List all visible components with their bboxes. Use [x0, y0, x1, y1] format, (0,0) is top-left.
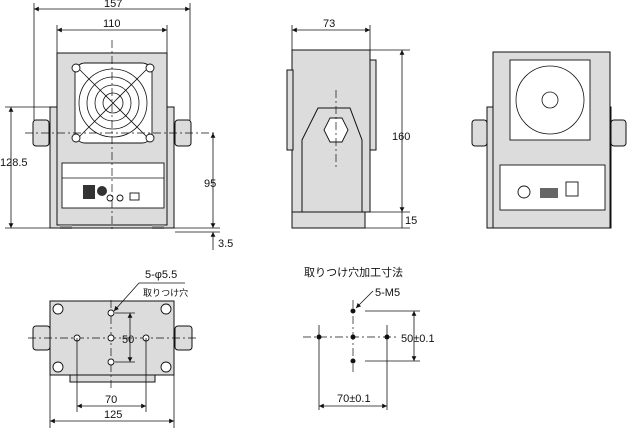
dim-hole-pitch-h: 70 — [105, 394, 117, 406]
rear-panel — [499, 164, 606, 211]
mounting-pattern-title: 取りつけ穴加工寸法 — [304, 265, 403, 279]
rear-fan-icon — [509, 59, 591, 141]
dim-mount-h: 70±0.1 — [337, 393, 371, 405]
dim-mount-v: 50±0.1 — [401, 333, 435, 345]
dim-knob-height: 128.5 — [0, 157, 28, 169]
bottom-view: 70 125 50 5-φ5.5 取りつけ穴 — [28, 269, 197, 428]
hole-spec: 5-φ5.5 — [145, 269, 177, 281]
dim-depth: 73 — [323, 18, 335, 30]
dim-body-width: 110 — [103, 18, 121, 30]
control-panel — [61, 162, 165, 209]
tapped-holes — [316, 308, 390, 364]
dim-height: 160 — [392, 131, 410, 143]
dim-width: 125 — [104, 409, 122, 421]
side-base — [291, 211, 366, 229]
dim-foot: 3.5 — [218, 238, 233, 250]
tapped-hole-spec: 5-M5 — [375, 287, 400, 299]
mounting-pattern: 取りつけ穴加工寸法 5-M5 50±0.1 70±0.1 — [303, 265, 435, 410]
dim-hole-pitch-v: 50 — [122, 334, 134, 346]
rear-view — [471, 51, 627, 229]
dim-base: 15 — [405, 215, 417, 227]
front-view: 157 110 128.5 95 3.5 — [0, 0, 233, 250]
hole-label: 取りつけ穴 — [143, 287, 188, 298]
dim-center-height: 95 — [204, 178, 216, 190]
dim-overall-width: 157 — [104, 0, 122, 10]
side-view: 73 160 15 — [286, 18, 417, 229]
